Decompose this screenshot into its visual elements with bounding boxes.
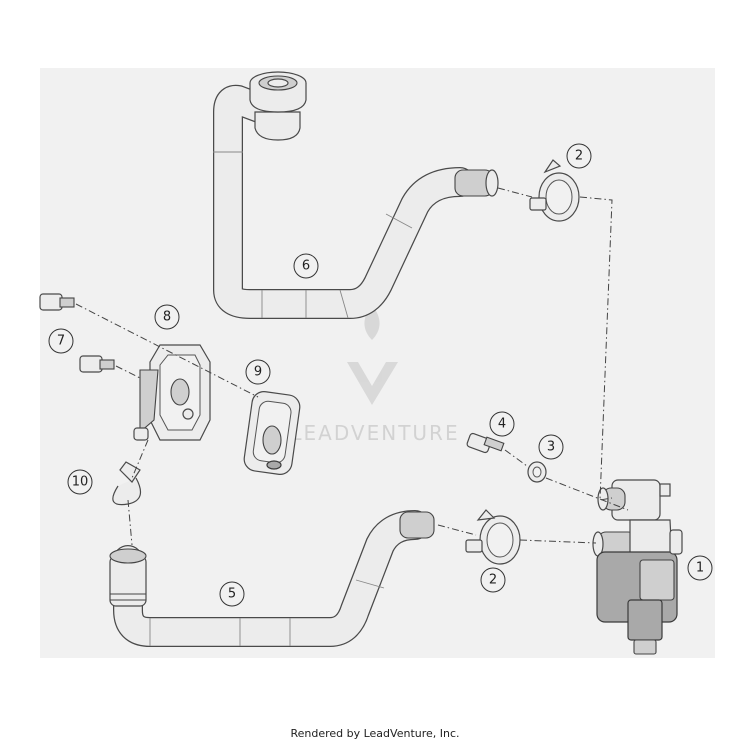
clamp-upper: [529, 159, 580, 222]
callout-7[interactable]: 7: [48, 328, 74, 354]
leader-lines: [75, 187, 629, 546]
callout-5-label: 5: [228, 587, 236, 602]
callout-4[interactable]: 4: [489, 411, 515, 437]
callout-1[interactable]: 1: [687, 555, 713, 581]
callout-10-label: 10: [72, 475, 89, 490]
callout-2-upper[interactable]: 2: [566, 143, 592, 169]
footer-credit: Rendered by LeadVenture, Inc.: [290, 727, 460, 740]
callout-2-lower-label: 2: [489, 573, 497, 588]
callout-6[interactable]: 6: [293, 253, 319, 279]
callout-6-label: 6: [302, 259, 310, 274]
filter-housing-8: [133, 344, 211, 441]
clamp-lower: [465, 509, 521, 565]
bolt-7-upper: [39, 293, 75, 311]
callout-3[interactable]: 3: [538, 434, 564, 460]
cable-tie-10: [112, 461, 142, 506]
callout-2-upper-label: 2: [575, 149, 583, 164]
callout-9[interactable]: 9: [245, 359, 271, 385]
hose-5: [109, 510, 435, 647]
washer-3: [527, 461, 547, 483]
bolt-4: [466, 432, 505, 454]
bolt-7-lower: [79, 355, 115, 373]
callout-7-label: 7: [57, 334, 65, 349]
hose-6: [213, 71, 499, 319]
callout-8[interactable]: 8: [154, 304, 180, 330]
watermark-v-mark-icon: [347, 362, 398, 405]
callout-4-label: 4: [498, 417, 506, 432]
callout-9-label: 9: [254, 365, 262, 380]
callout-8-label: 8: [163, 310, 171, 325]
watermark-brand: LEADVENTURE: [290, 421, 459, 445]
callout-5[interactable]: 5: [219, 581, 245, 607]
filter-cover-9: [243, 391, 301, 475]
secondary-air-valve: [592, 479, 683, 655]
callout-1-label: 1: [696, 561, 704, 576]
callout-2-lower[interactable]: 2: [480, 567, 506, 593]
callout-3-label: 3: [547, 440, 555, 455]
watermark-logo: [347, 305, 398, 405]
callout-10[interactable]: 10: [67, 469, 93, 495]
